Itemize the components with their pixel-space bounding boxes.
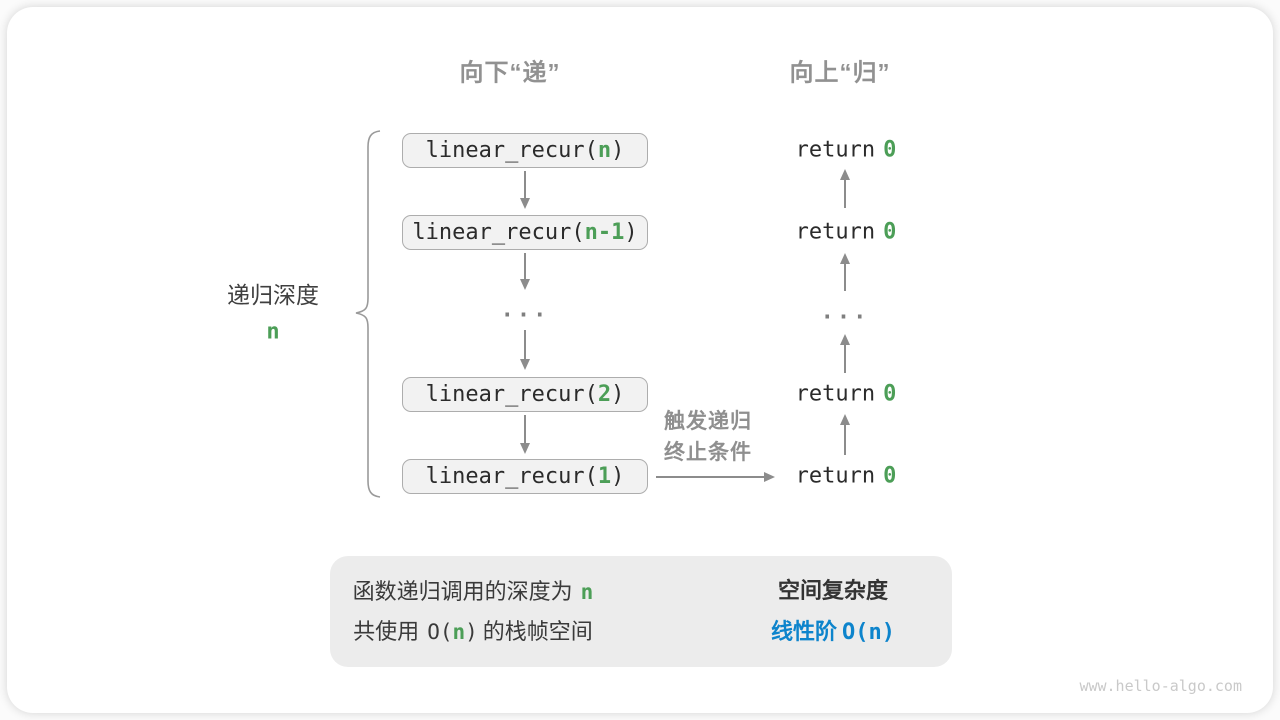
return-value: 0: [883, 219, 897, 245]
return-value: 0: [883, 137, 897, 163]
trigger-label-line2: 终止条件: [664, 441, 752, 464]
result-value: O(n): [842, 620, 895, 645]
summary-line1-text: 函数递归调用的深度为: [352, 579, 573, 604]
summary-line2-value: n: [452, 620, 466, 644]
depth-label: 递归深度: [227, 282, 319, 308]
call-text: ): [611, 138, 625, 163]
return-statement: return 0: [796, 382, 897, 407]
call-text: ): [611, 464, 625, 489]
return-statement: return 0: [796, 220, 897, 245]
return-ellipsis: ...: [820, 299, 870, 325]
call-text: ): [611, 382, 625, 407]
call-text: linear_recur(: [425, 464, 598, 489]
summary-line2-pre: 共使用: [353, 619, 420, 644]
summary-line1: 函数递归调用的深度为 n: [353, 574, 594, 606]
return-value: 0: [883, 463, 897, 489]
call-stack-ellipsis: ...: [500, 297, 550, 323]
call-text: ): [624, 220, 638, 245]
trigger-label-line1: 触发递归: [664, 410, 752, 433]
call-text: linear_recur(: [425, 382, 598, 407]
watermark: www.hello-algo.com: [1079, 677, 1242, 695]
return-keyword: return: [795, 463, 876, 489]
summary-box: [330, 556, 952, 667]
summary-line1-value: n: [580, 580, 594, 604]
space-complexity-title: 空间复杂度: [777, 578, 889, 603]
call-arg: n: [597, 138, 612, 163]
call-arg: n-1: [584, 220, 625, 245]
summary-line2-open: O(: [427, 620, 453, 644]
call-box-1: linear_recur(1): [402, 459, 648, 494]
return-statement: return 0: [796, 138, 897, 163]
call-arg: 1: [597, 464, 612, 489]
call-text: linear_recur(: [412, 220, 585, 245]
depth-value: n: [266, 319, 280, 345]
result-label: 线性阶: [771, 619, 838, 644]
call-arg: 2: [597, 382, 612, 407]
call-box-n: linear_recur(n): [402, 133, 648, 168]
call-box-n-1: linear_recur(n-1): [402, 215, 648, 250]
header-upward-return: 向上“归”: [789, 59, 891, 87]
return-statement: return 0: [796, 464, 897, 489]
call-text: linear_recur(: [425, 138, 598, 163]
header-downward-recurse: 向下“递”: [459, 59, 561, 87]
return-keyword: return: [795, 219, 876, 245]
call-box-2: linear_recur(2): [402, 377, 648, 412]
return-keyword: return: [795, 381, 876, 407]
return-keyword: return: [795, 137, 876, 163]
return-value: 0: [883, 381, 897, 407]
summary-line2: 共使用 O(n)的栈帧空间: [353, 614, 593, 646]
summary-line2-close: ): [465, 620, 478, 644]
summary-line2-post: 的栈帧空间: [482, 619, 593, 644]
